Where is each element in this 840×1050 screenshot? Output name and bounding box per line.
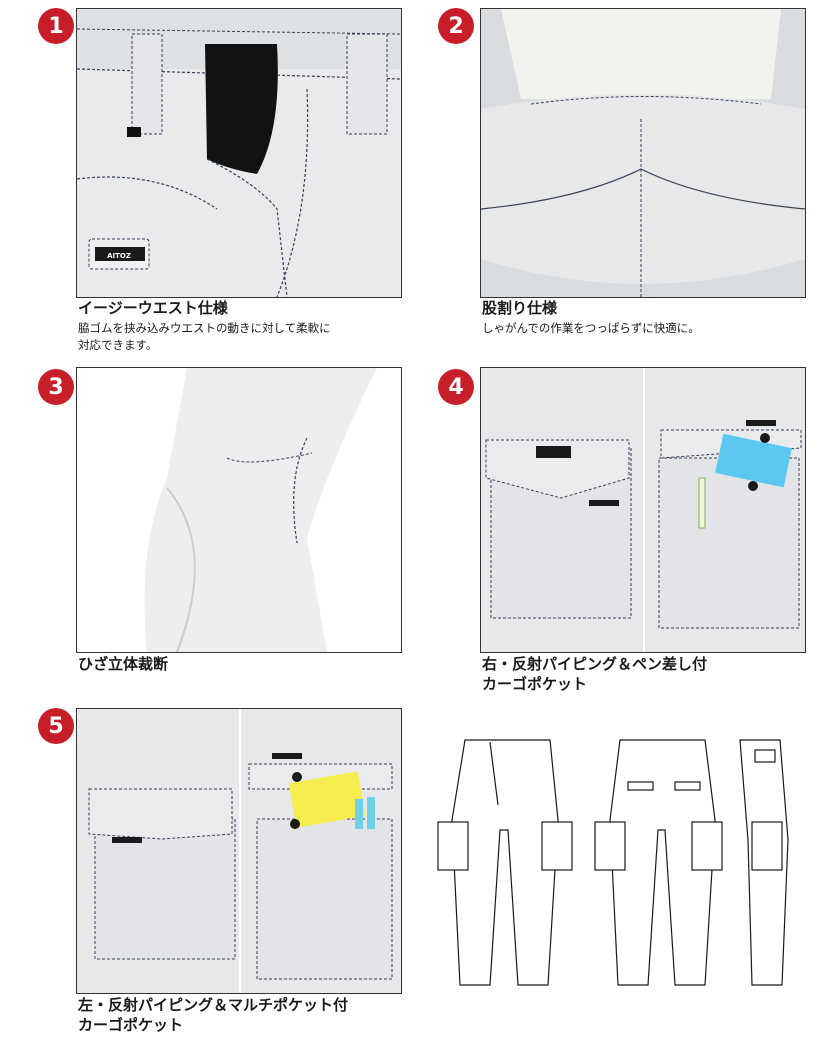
feature-number-badge: 1 bbox=[38, 8, 74, 44]
feature-number-badge: 3 bbox=[38, 369, 74, 405]
feature-number-badge: 4 bbox=[438, 369, 474, 405]
knee-3d-cut-photo bbox=[76, 367, 402, 653]
feature-number-badge: 5 bbox=[38, 708, 74, 744]
feature-title: 左・反射パイピング＆マルチポケット付 bbox=[78, 996, 349, 1014]
feature-title-line2: カーゴポケット bbox=[78, 1016, 184, 1034]
feature-title: イージーウエスト仕様 bbox=[78, 299, 228, 317]
feature-description-line: しゃがんでの作業をつっぱらずに快適に。 bbox=[482, 321, 700, 335]
feature-title-line2: カーゴポケット bbox=[482, 675, 588, 693]
feature-title: 右・反射パイピング＆ペン差し付 bbox=[482, 655, 708, 673]
pants-technical-drawing bbox=[430, 730, 810, 992]
svg-text:AITOZ: AITOZ bbox=[107, 252, 131, 260]
feature-number-badge: 2 bbox=[438, 8, 474, 44]
right-cargo-pocket-photo bbox=[480, 367, 806, 653]
crotch-gusset-photo bbox=[480, 8, 806, 298]
feature-title: ひざ立体裁断 bbox=[78, 655, 169, 673]
feature-title: 股割り仕様 bbox=[482, 299, 558, 317]
left-cargo-pocket-photo bbox=[76, 708, 402, 994]
feature-description-line: 対応できます。 bbox=[78, 338, 158, 352]
feature-description-line: 脇ゴムを挟み込みウエストの動きに対して柔軟に bbox=[78, 321, 331, 335]
easy-waist-photo: AITOZ bbox=[76, 8, 402, 298]
